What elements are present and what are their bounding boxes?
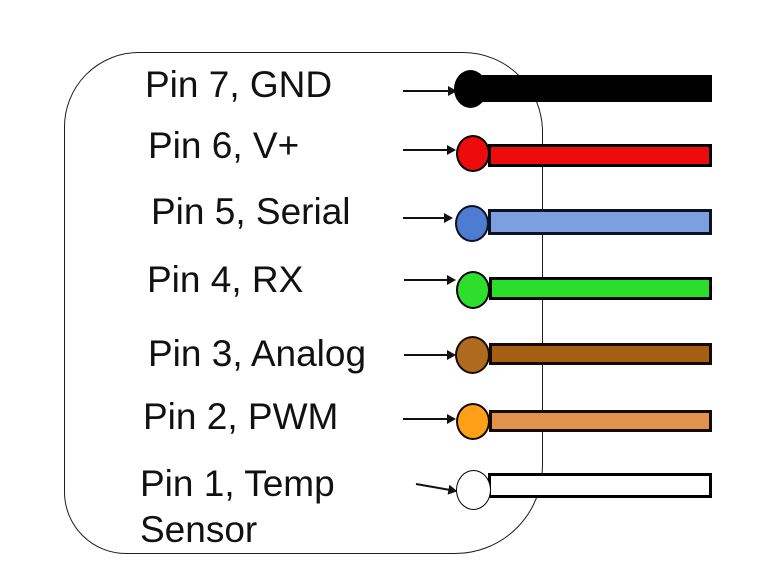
connector-body-outline [64, 52, 543, 554]
pin-7-label: Pin 7, GND [145, 64, 333, 105]
pin-7-arrow-icon [403, 86, 457, 96]
pin-circle [454, 70, 487, 108]
pin-4-arrow-icon [404, 275, 456, 285]
pin-6-label: Pin 6, V+ [148, 125, 300, 166]
pin-circle [456, 271, 490, 309]
pin-wire [489, 410, 712, 432]
pin-circle [456, 470, 491, 510]
pin-6-arrow-icon [403, 145, 456, 155]
pin-2-label: Pin 2, PWM [143, 396, 339, 437]
pin-1-label: Pin 1, Temp Sensor [140, 463, 335, 550]
pin-circle [456, 135, 490, 172]
pin-4-label: Pin 4, RX [147, 259, 304, 300]
pin-wire [488, 144, 712, 167]
pin-wire [488, 209, 712, 235]
pin-circle [456, 403, 490, 440]
pin-circle [455, 205, 489, 242]
pin-3-arrow-icon [404, 350, 456, 360]
pin-2-arrow-icon [403, 414, 456, 424]
pin-3-label: Pin 3, Analog [148, 333, 367, 374]
pin-wire [489, 343, 712, 365]
pin-circle [455, 336, 490, 374]
pin-5-arrow-icon [403, 213, 453, 223]
pin-wire [489, 277, 712, 300]
pin-wire [488, 473, 712, 498]
pin-wire [482, 75, 712, 102]
pin-5-label: Pin 5, Serial [151, 191, 351, 232]
